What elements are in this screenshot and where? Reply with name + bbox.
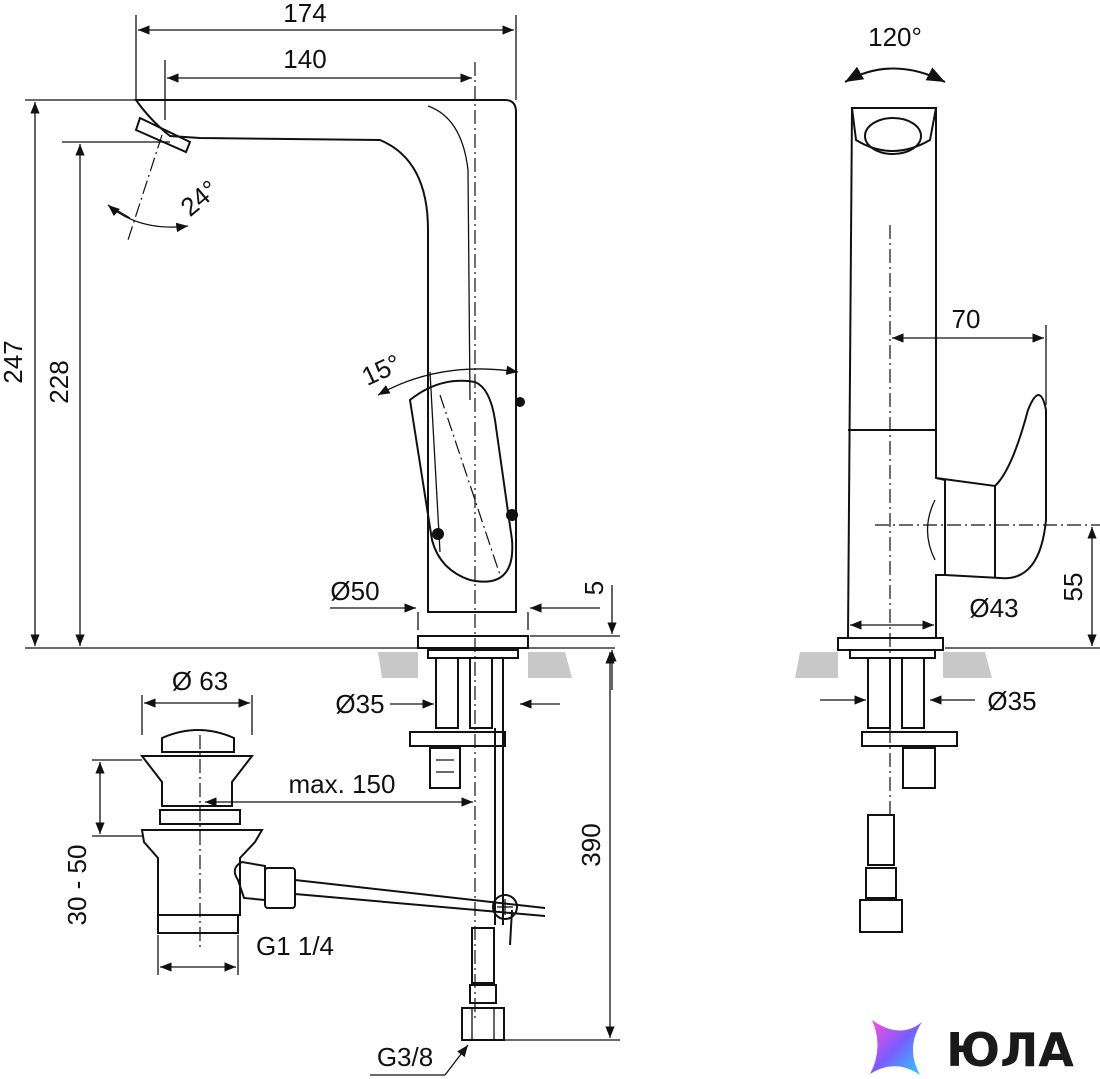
dim-waste-height-range: 30 - 50 xyxy=(62,845,92,926)
aerator xyxy=(134,116,192,154)
lever-side xyxy=(935,394,1047,580)
dim-base-thickness: 5 xyxy=(579,581,609,595)
yula-logo: ЮЛА xyxy=(870,1020,1074,1077)
dim-total-height: 247 xyxy=(0,340,28,383)
lever-front xyxy=(408,379,514,583)
dim-lever-axis-height: 55 xyxy=(1058,573,1088,602)
dim-spout-reach: 140 xyxy=(283,44,326,74)
dim-hose-length: 390 xyxy=(576,823,606,866)
dim-body-diameter: Ø43 xyxy=(969,593,1018,623)
dim-shank-diameter-front: Ø35 xyxy=(335,689,384,719)
dim-waste-thread: G1 1/4 xyxy=(256,931,334,961)
base-plate-front xyxy=(417,635,529,649)
yula-logo-icon xyxy=(870,1020,922,1075)
spout-outline xyxy=(134,99,517,613)
yula-logo-text: ЮЛА xyxy=(946,1023,1074,1077)
dim-aerator-angle: 24° xyxy=(175,174,224,222)
dim-spout-height: 228 xyxy=(44,360,74,403)
dim-shank-diameter-side: Ø35 xyxy=(987,686,1036,716)
dim-hose-thread: G3/8 xyxy=(377,1042,433,1072)
dim-base-diameter: Ø50 xyxy=(330,576,379,606)
popup-waste: Ø 63 30 - 50 max. 150 G1 1/4 xyxy=(62,666,546,975)
front-view: 174 140 247 228 24° 15° xyxy=(0,0,620,1020)
dim-overall-width: 174 xyxy=(283,0,326,28)
dim-waste-head-diameter: Ø 63 xyxy=(172,666,228,696)
dim-lever-projection: 70 xyxy=(952,304,981,334)
side-view: 120° 70 55 Ø43 Ø35 xyxy=(795,22,1100,933)
dim-swivel-angle: 120° xyxy=(868,22,922,52)
supply-hose: 390 G3/8 xyxy=(370,652,620,1076)
dim-rod-length: max. 150 xyxy=(289,769,396,799)
